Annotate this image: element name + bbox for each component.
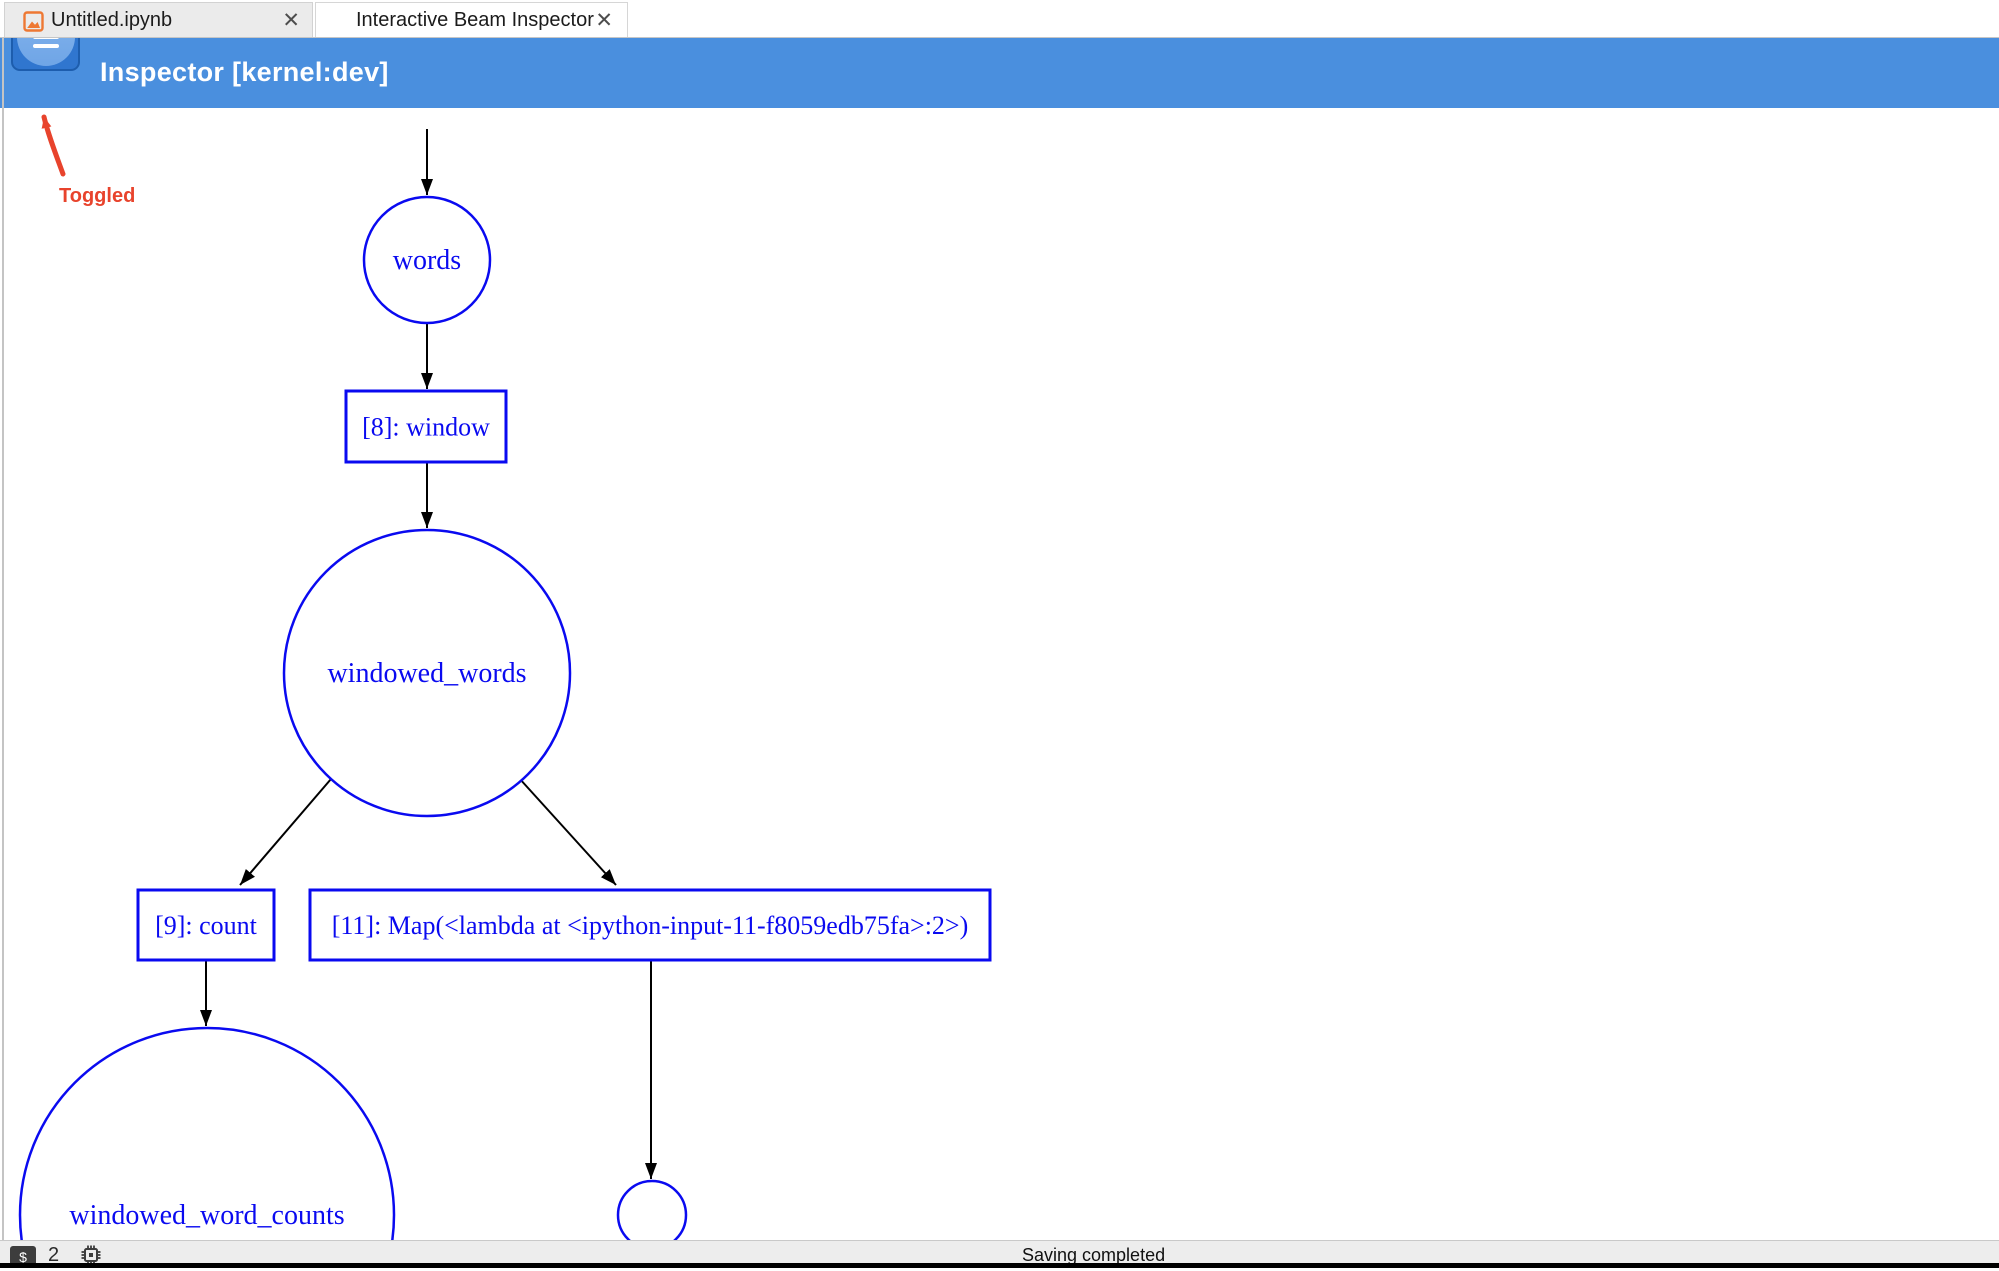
page-title: Inspector [kernel:dev]	[100, 57, 389, 87]
close-icon[interactable]: ✕	[282, 7, 300, 32]
tab-label: Interactive Beam Inspector	[356, 8, 594, 31]
tab-bar: Untitled.ipynb ✕ Interactive Beam Inspec…	[0, 0, 1999, 38]
terminal-count: 2	[48, 1244, 60, 1266]
panel-left-border	[2, 37, 4, 1240]
node-cell9-count	[136, 888, 276, 962]
node-windowed_word_counts-label: windowed_word_counts	[69, 1200, 344, 1231]
status-message: Saving completed	[1022, 1245, 1166, 1265]
tab-label: Untitled.ipynb	[51, 8, 173, 31]
terminal-icon[interactable]: $	[10, 1246, 36, 1267]
pipeline-graph: words [8]: window windowed_words [9]: count…	[18, 129, 992, 1240]
node-words	[362, 195, 492, 325]
terminal-symbol: $	[19, 1248, 27, 1265]
node-windowed_word_counts	[18, 1026, 396, 1240]
tab-interactive-beam-inspector[interactable]: Interactive Beam Inspector ✕	[315, 2, 628, 37]
inspector-header: Inspector [kernel:dev]	[0, 37, 1999, 108]
tab-untitled-notebook[interactable]: Untitled.ipynb ✕	[4, 2, 313, 37]
screen-bottom-edge	[0, 1263, 1999, 1268]
kernel-chip-icon[interactable]	[80, 1244, 102, 1271]
node-cell8-window	[344, 389, 508, 464]
node-windowed_words	[282, 528, 572, 818]
edge-windowed_words-to-cell11-map	[518, 777, 617, 886]
node-cell11-map-label: [11]: Map(<lambda at <ipython-input-11-f…	[332, 911, 969, 940]
node-windowed_words-label: windowed_words	[327, 658, 526, 689]
node-unnamed-pcoll	[616, 1179, 688, 1240]
node-words-label: words	[393, 245, 461, 276]
node-cell9-count-label: [9]: count	[155, 911, 258, 940]
node-cell11-map	[308, 888, 992, 962]
notebook-icon	[23, 11, 44, 32]
toggled-annotation-label: Toggled	[59, 185, 136, 207]
close-icon[interactable]: ✕	[595, 7, 613, 32]
toggled-annotation-arrow	[41, 114, 66, 177]
edge-windowed_words-to-cell9-count	[239, 778, 332, 886]
node-cell8-window-label: [8]: window	[362, 413, 490, 442]
